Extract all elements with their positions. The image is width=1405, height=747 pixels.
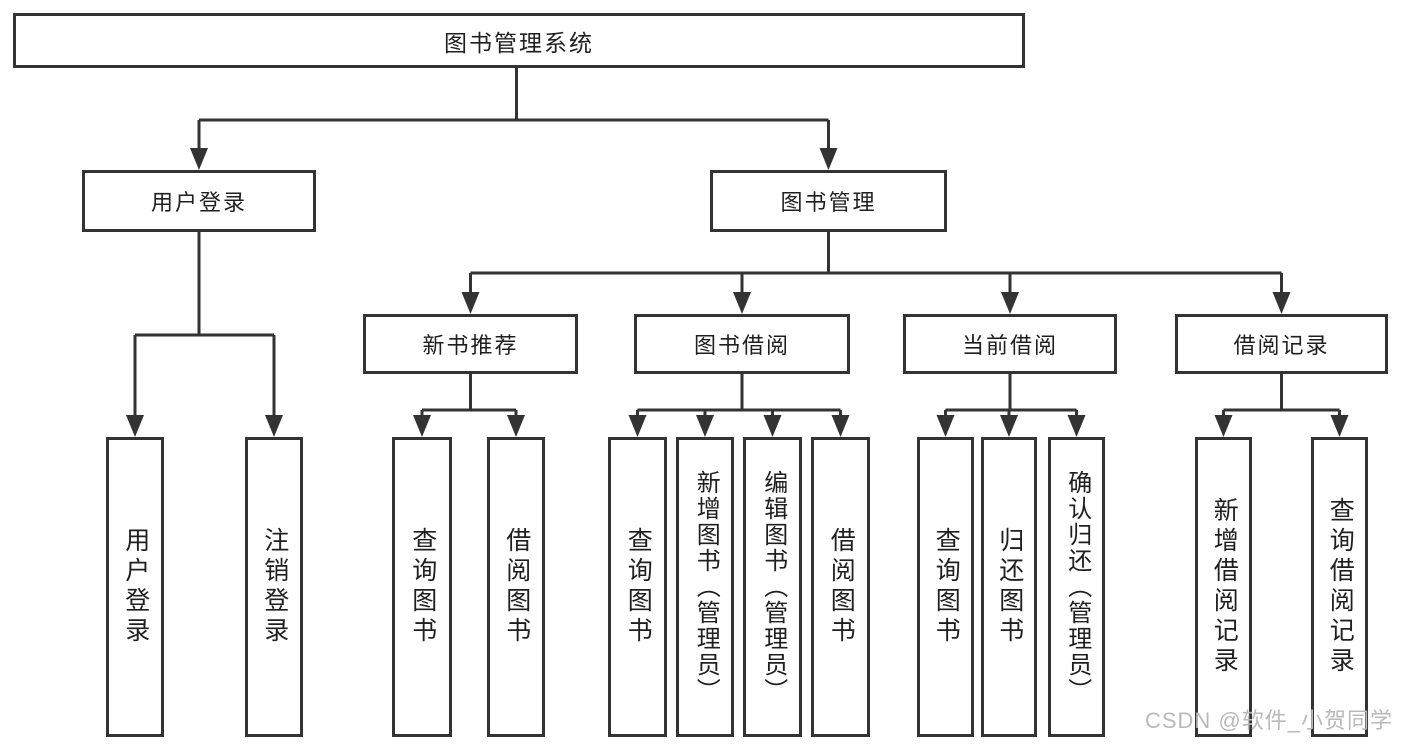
watermark: CSDN @软件_小贺同学 (1144, 708, 1393, 733)
node-leaf-logout: 注销登录 (245, 437, 303, 737)
node-book-borrow: 图书借阅 (634, 314, 850, 374)
node-leaf-add-borrow-record: 新增借阅记录 (1195, 437, 1252, 737)
node-leaf-query-book-current: 查询图书 (917, 437, 974, 737)
node-leaf-query-book-borrow: 查询图书 (608, 437, 667, 737)
node-leaf-borrow-book: 借阅图书 (811, 437, 870, 737)
node-leaf-query-book-recommend: 查询图书 (392, 437, 452, 737)
node-leaf-confirm-return-admin: 确认归还（管理员） (1048, 437, 1105, 737)
node-current-borrow: 当前借阅 (903, 314, 1117, 374)
node-leaf-query-borrow-record: 查询借阅记录 (1311, 437, 1368, 737)
node-new-book-recommend: 新书推荐 (363, 314, 578, 374)
node-leaf-user-login: 用户登录 (106, 437, 164, 737)
node-book-management-group: 图书管理 (710, 170, 947, 232)
node-user-login-group: 用户登录 (82, 170, 316, 232)
node-leaf-add-book-admin: 新增图书（管理员） (676, 437, 734, 737)
node-leaf-borrow-book-recommend: 借阅图书 (487, 437, 545, 737)
node-borrow-record: 借阅记录 (1175, 314, 1388, 374)
node-root-system: 图书管理系统 (13, 13, 1025, 68)
node-leaf-edit-book-admin: 编辑图书（管理员） (743, 437, 802, 737)
node-leaf-return-book: 归还图书 (981, 437, 1037, 737)
